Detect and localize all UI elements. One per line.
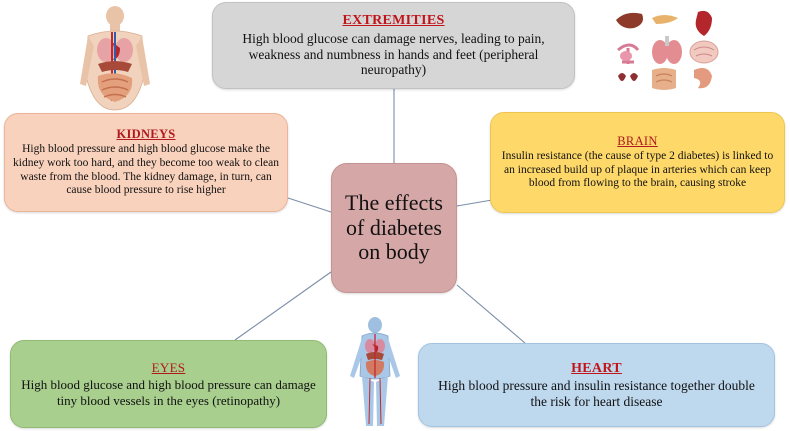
full-body-anatomy-illustration	[350, 317, 400, 426]
kidneys-title: KIDNEYS	[116, 127, 176, 142]
brain-box: BRAIN Insulin resistance (the cause of t…	[490, 112, 785, 213]
center-title-line-2: of diabetes	[346, 214, 442, 240]
torso-anatomy-illustration	[80, 6, 150, 111]
connector-heart	[456, 284, 526, 344]
kidneys-text: High blood pressure and high blood gluco…	[13, 143, 280, 197]
extremities-text: High blood glucose can damage nerves, le…	[242, 30, 545, 78]
heart-title: HEART	[571, 360, 622, 376]
brain-text: Insulin resistance (the cause of type 2 …	[501, 150, 774, 190]
eyes-box: EYES High blood glucose and high blood p…	[10, 340, 327, 428]
center-title-line-1: The effects	[345, 190, 443, 216]
eyes-text: High blood glucose and high blood pressu…	[21, 377, 316, 408]
center-box: The effects of diabetes on body	[331, 163, 457, 293]
connector-eyes	[234, 271, 332, 341]
center-title-line-3: on body	[358, 239, 430, 265]
extremities-box: EXTREMITIES High blood glucose can damag…	[212, 2, 575, 89]
connector-kidneys	[287, 197, 332, 213]
organs-collection-illustration	[616, 10, 719, 90]
kidneys-box: KIDNEYS High blood pressure and high blo…	[4, 113, 288, 212]
heart-box: HEART High blood pressure and insulin re…	[418, 343, 775, 427]
brain-title: BRAIN	[617, 134, 658, 149]
eyes-title: EYES	[151, 360, 186, 376]
connector-brain	[456, 199, 493, 207]
heart-text: High blood pressure and insulin resistan…	[438, 377, 755, 409]
extremities-title: EXTREMITIES	[342, 12, 445, 28]
